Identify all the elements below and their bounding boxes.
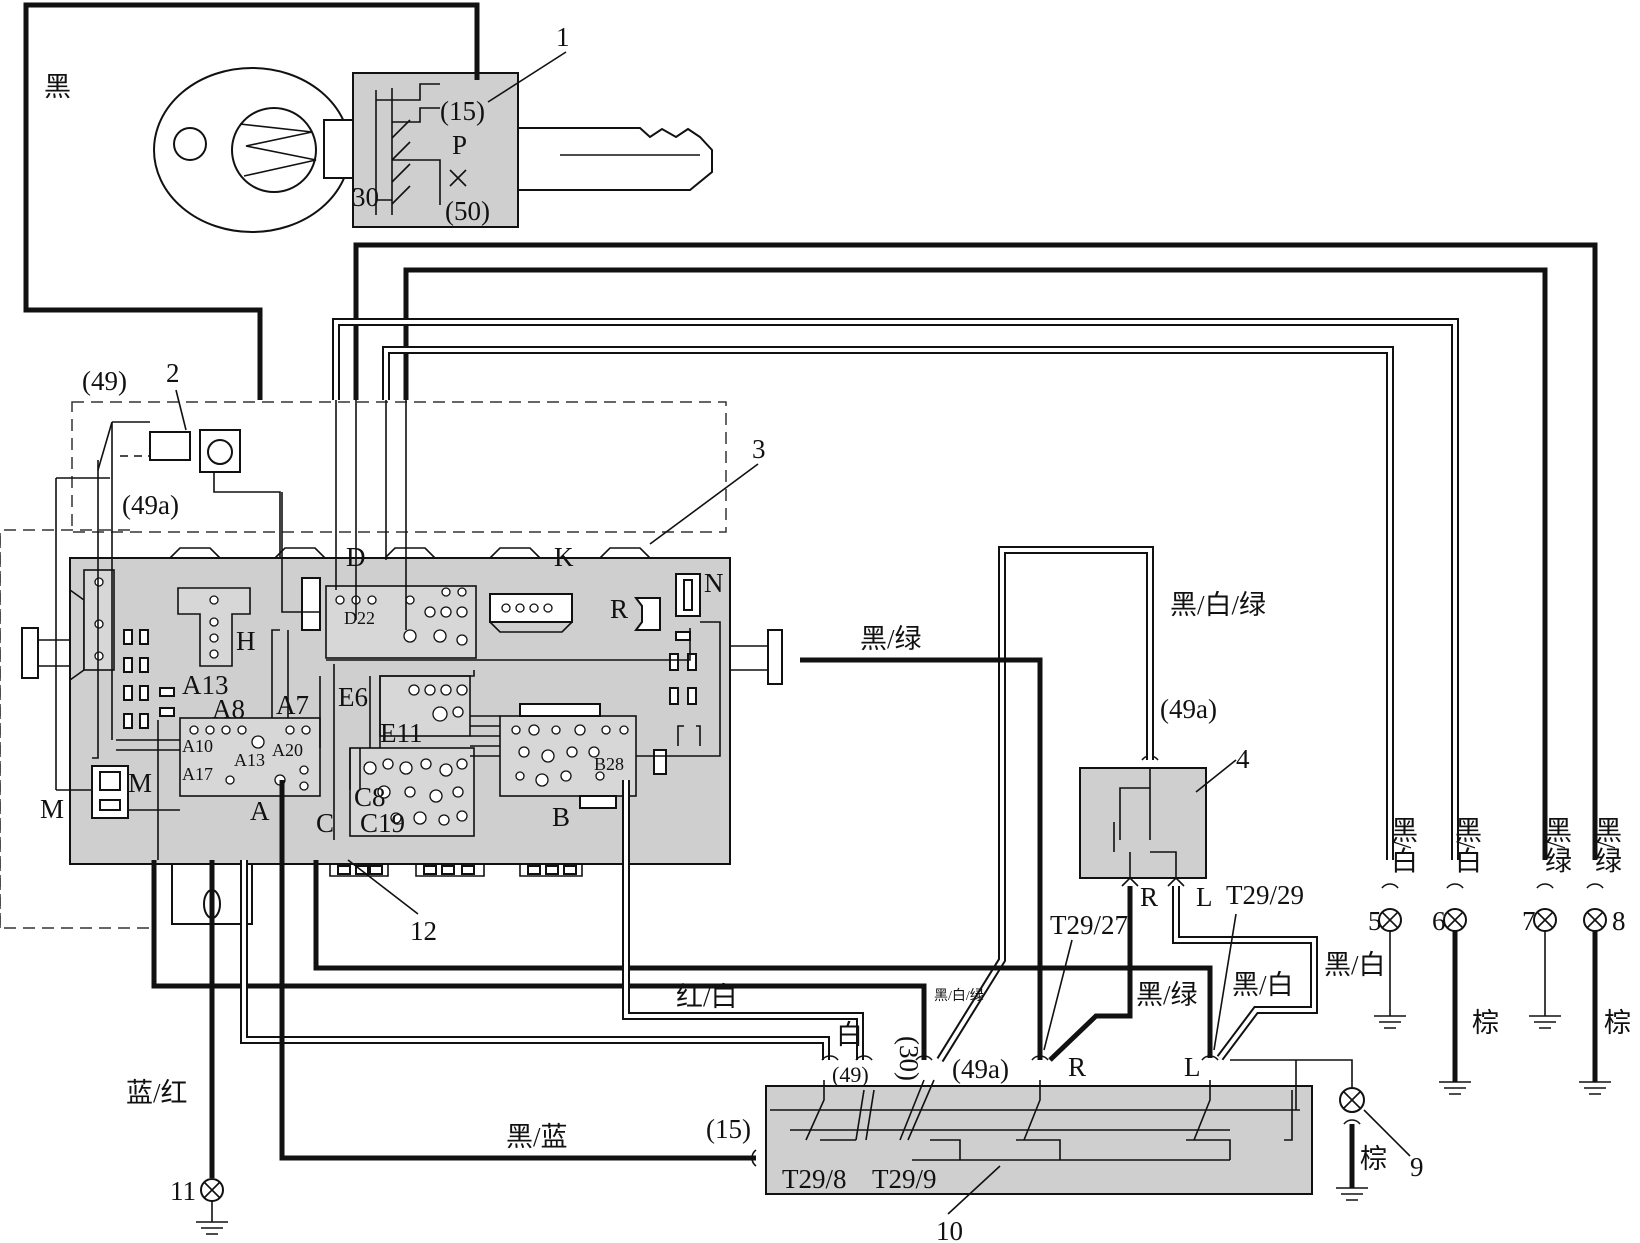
label-t15: (15) <box>440 96 485 126</box>
lamp-9 <box>1230 1059 1368 1201</box>
label-4: 4 <box>1236 744 1250 774</box>
label-black-green: 黑/绿 <box>860 624 922 654</box>
label-t50: (50) <box>445 196 490 226</box>
label-t30: 30 <box>352 182 379 212</box>
label-T29-9: T29/9 <box>872 1164 937 1194</box>
lamp-7 <box>1529 883 1561 1029</box>
label-C8: C8 <box>354 782 386 812</box>
label-5: 5 <box>1368 906 1382 936</box>
lamp-6 <box>1439 883 1471 1095</box>
label-brown-8: 棕 <box>1604 1008 1631 1038</box>
label-red-white: 红/白 <box>676 982 738 1012</box>
label-H: H <box>236 626 256 656</box>
label-bg-7-top: 黑/绿 <box>1541 816 1572 872</box>
label-B28: B28 <box>594 754 624 774</box>
label-relay-R: R <box>1140 882 1158 912</box>
label-N: N <box>704 568 724 598</box>
key-hole <box>173 127 207 161</box>
label-T29-27: T29/27 <box>1050 910 1128 940</box>
label-12: 12 <box>410 916 437 946</box>
wire-black-green-7 <box>403 267 1548 860</box>
key-blade <box>517 127 713 191</box>
central-panel-outline <box>0 529 152 929</box>
label-black-blue: 黑/蓝 <box>506 1122 568 1152</box>
vw-logo <box>231 107 317 193</box>
label-c49a: (49a) <box>952 1054 1009 1084</box>
lamp-5 <box>1374 883 1406 1029</box>
label-T29-8: T29/8 <box>782 1164 847 1194</box>
label-bw-6-top: 黑/白 <box>1451 816 1481 873</box>
label-A10: A10 <box>182 736 213 756</box>
label-C19: C19 <box>360 808 405 838</box>
label-tP: P <box>452 130 467 160</box>
label-K: K <box>554 542 574 572</box>
label-t49: (49) <box>82 366 127 396</box>
label-cL: L <box>1184 1052 1201 1082</box>
label-E11: E11 <box>380 718 423 748</box>
wire-black-blue <box>279 780 756 1161</box>
wire-black-green-main <box>800 657 1043 1060</box>
switch-module-outline <box>71 401 727 533</box>
label-black: 黑 <box>44 72 71 102</box>
wire-black-ignition <box>23 2 480 400</box>
wire-relay-R <box>1048 886 1133 1062</box>
ignition-switch <box>153 67 713 233</box>
label-R: R <box>610 594 628 624</box>
label-8: 8 <box>1612 906 1626 936</box>
label-D22: D22 <box>344 608 375 628</box>
label-bwg-small: 黑/白/绿 <box>934 988 984 1004</box>
label-t49a: (49a) <box>122 490 179 520</box>
label-brown-9: 棕 <box>1360 1144 1387 1174</box>
hazard-switch <box>97 421 281 630</box>
label-A7: A7 <box>276 690 309 720</box>
label-A13s: A13 <box>234 750 265 770</box>
label-3: 3 <box>752 434 766 464</box>
label-relay-L: L <box>1196 882 1213 912</box>
flasher-relay <box>1079 767 1207 879</box>
label-M-inner: M <box>128 768 152 798</box>
label-A8: A8 <box>212 694 245 724</box>
label-relay-49a: (49a) <box>1160 694 1217 724</box>
label-7: 7 <box>1522 906 1536 936</box>
label-blue-red: 蓝/红 <box>126 1078 188 1108</box>
label-10: 10 <box>936 1216 963 1243</box>
label-M: M <box>40 794 64 824</box>
label-black-white-mid: 黑/白 <box>1324 950 1386 980</box>
label-9: 9 <box>1410 1152 1424 1182</box>
label-white: 白 <box>836 1020 863 1050</box>
label-A17: A17 <box>182 764 213 784</box>
label-c49: (49) <box>832 1062 869 1087</box>
label-bw-5-top: 黑/白 <box>1387 816 1417 873</box>
label-11: 11 <box>170 1176 196 1206</box>
lamp-8 <box>1579 883 1611 1095</box>
label-A: A <box>250 796 270 826</box>
label-brown-6: 棕 <box>1472 1008 1499 1038</box>
central-electrical-panel <box>21 460 783 925</box>
lamp-11 <box>196 1178 228 1235</box>
label-black-white-right: 黑/白 <box>1232 970 1294 1000</box>
label-c30: (30) <box>894 1036 924 1081</box>
label-2: 2 <box>166 358 180 388</box>
label-A13: A13 <box>182 670 229 700</box>
key-collar <box>323 119 355 179</box>
label-bg-8-top: 黑/绿 <box>1591 816 1622 872</box>
label-E6: E6 <box>338 682 368 712</box>
label-B: B <box>552 802 570 832</box>
wire-black-lower <box>151 860 927 1060</box>
label-1: 1 <box>556 22 570 52</box>
wire-white <box>240 860 830 1060</box>
label-black-green-mid: 黑/绿 <box>1136 980 1198 1010</box>
label-6: 6 <box>1432 906 1446 936</box>
label-black-white-green: 黑/白/绿 <box>1170 590 1266 620</box>
label-T29-29: T29/29 <box>1226 880 1304 910</box>
label-c15: (15) <box>706 1114 751 1144</box>
label-C: C <box>316 808 334 838</box>
ignition-switch-body <box>352 72 519 228</box>
label-A20: A20 <box>272 740 303 760</box>
label-cR: R <box>1068 1052 1086 1082</box>
